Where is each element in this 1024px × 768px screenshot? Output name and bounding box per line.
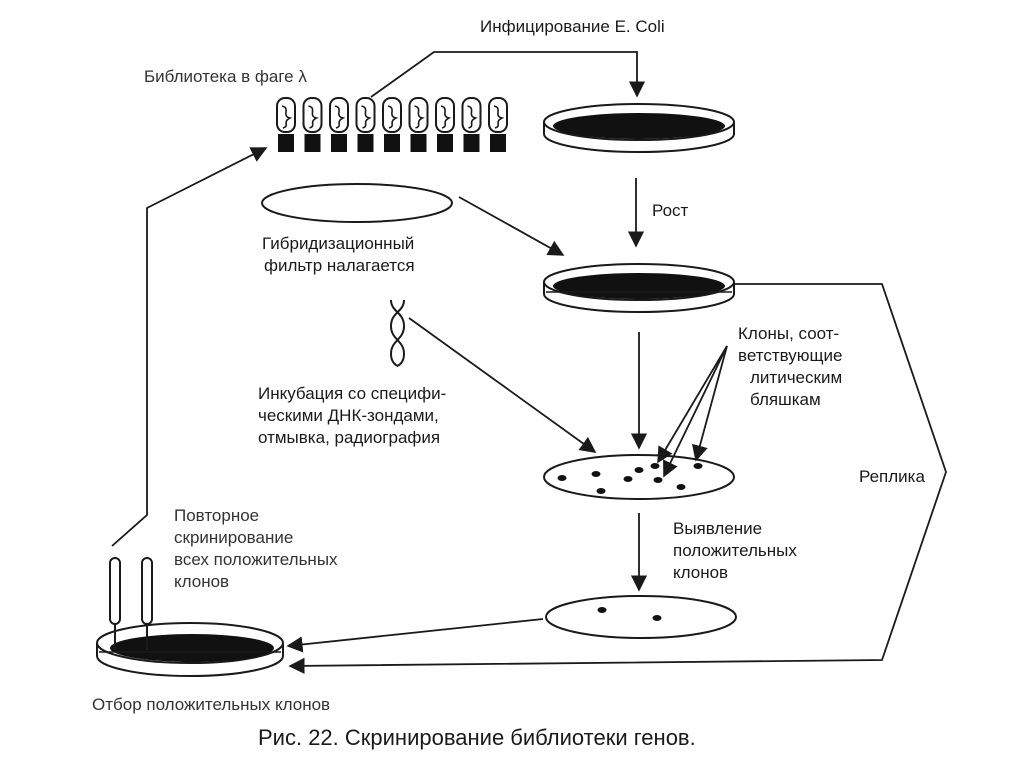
phage-particle-icon [329, 97, 349, 152]
incubation-label: Инкубация со специфи- ческими ДНК-зондам… [258, 384, 447, 447]
selection-label: Отбор положительных клонов [92, 695, 331, 714]
phage-particle-icon [302, 97, 323, 152]
plaque-spot [653, 477, 663, 483]
phage-particle-icon [276, 97, 296, 152]
lytic-clones-label: Клоны, соот- ветствующие литическим бляш… [738, 324, 843, 409]
infection-label: Инфицирование E. Coli [480, 17, 665, 36]
phage-particle-icon [355, 97, 376, 152]
pointer-clone-1 [657, 345, 728, 464]
phage-particle-icon [382, 97, 402, 152]
petri-dish-infected-icon [543, 103, 735, 153]
hybridization-filter-icon [261, 183, 453, 223]
pointer-clone-2 [663, 345, 728, 478]
autoradiograph-filter-icon [543, 454, 735, 500]
positive-clones-filter-icon [545, 595, 737, 639]
phage-particle-icon [435, 97, 455, 152]
plaque-spot [650, 463, 660, 469]
plaque-spot [557, 475, 567, 481]
arrow-to-selection-dish [286, 618, 544, 653]
phage-library-icon [276, 97, 508, 152]
plaque-spot [591, 471, 601, 477]
phage-particle-icon [488, 97, 508, 152]
plaque-spot [596, 488, 606, 494]
dna-probe-icon [389, 299, 406, 367]
hybridization-filter-label: Гибридизационный фильтр налагается [262, 234, 415, 275]
growth-label: Рост [652, 201, 689, 220]
detection-label: Выявление положительных клонов [673, 519, 797, 582]
arrow-replica [288, 283, 947, 674]
replica-label: Реплика [859, 467, 925, 486]
figure-caption: Рис. 22. Скринирование библиотеки генов. [258, 725, 696, 750]
petri-dish-filter-icon [543, 263, 735, 313]
plaque-spot [693, 463, 703, 469]
pointer-clone-3 [692, 345, 728, 462]
plaque-spot [676, 484, 686, 490]
plaque-spot [623, 476, 633, 482]
selection-dish-icon [96, 622, 284, 677]
phage-particle-icon [461, 97, 482, 152]
library-label: Библиотека в фаге λ [144, 67, 307, 86]
arrow-rescreen-loop [111, 147, 268, 547]
arrow-library-to-infection [370, 51, 646, 98]
plaque-spot [634, 467, 644, 473]
rescreen-label: Повторное скринирование всех положительн… [174, 506, 338, 591]
phage-particle-icon [408, 97, 429, 152]
arrow-probe-to-filter [408, 317, 597, 453]
pick-tubes-icon [109, 557, 153, 650]
lytic-plaque-spots [557, 463, 703, 494]
arrow-filter-to-dish [458, 196, 565, 256]
